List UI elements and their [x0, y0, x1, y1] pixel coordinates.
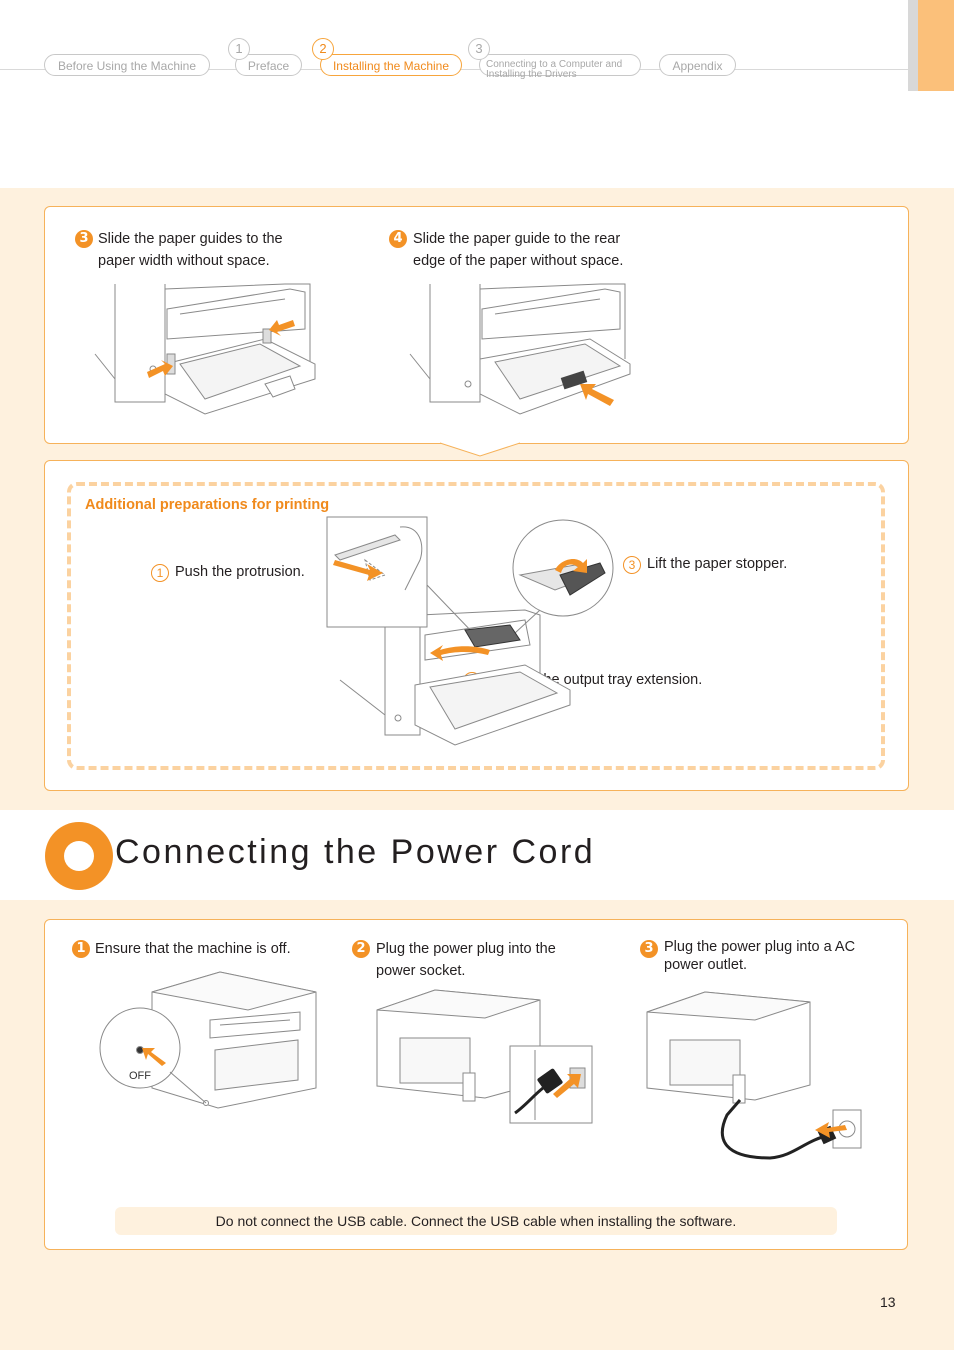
nav-tab-connecting-line1: Connecting to a Computer and: [486, 59, 623, 70]
off-label: OFF: [129, 1070, 151, 1082]
prep-step-badge-3: 3: [623, 556, 641, 574]
power-step-3-line1: Plug the power plug into a AC: [664, 939, 856, 955]
power-step-badge-3: 3: [640, 940, 658, 958]
nav-tab-connecting-line2: Installing the Drivers: [486, 69, 577, 80]
nav-tab-before-using[interactable]: Before Using the Machine: [44, 54, 210, 76]
prep-step-badge-1: 1: [151, 564, 169, 582]
step-3-text: Slide the paper guides to the paper widt…: [98, 228, 283, 272]
section-marker: [45, 822, 113, 890]
step-4-text: Slide the paper guide to the rear edge o…: [413, 228, 623, 272]
panel-pointer: [439, 442, 521, 457]
rear-guide-illustration: [409, 283, 631, 415]
chapter-side-tab[interactable]: [918, 0, 954, 91]
paper-guides-illustration: [94, 283, 316, 415]
nav-tab-connecting[interactable]: Connecting to a Computer and Installing …: [479, 54, 641, 80]
nav-tab-installing[interactable]: Installing the Machine: [320, 54, 462, 76]
step-4-line1: Slide the paper guide to the rear: [413, 231, 621, 247]
usb-note: Do not connect the USB cable. Connect th…: [115, 1207, 837, 1235]
power-step-3-line2: power outlet.: [664, 957, 748, 973]
power-step-3-text: Plug the power plug into a AC power outl…: [664, 938, 855, 974]
nav-tab-preface[interactable]: Preface: [235, 54, 302, 76]
power-socket-illustration: [376, 989, 593, 1124]
prep-step-3-text: Lift the paper stopper.: [647, 556, 788, 572]
step-4-line2: edge of the paper without space.: [413, 253, 624, 269]
step-badge-3: 3: [75, 230, 93, 248]
additional-prep-illustration: [326, 516, 614, 746]
additional-prep-dashed-frame: [67, 482, 885, 770]
power-step-badge-1: 1: [72, 940, 90, 958]
power-step-2-line2: power socket.: [376, 963, 466, 979]
page-number: 13: [880, 1294, 896, 1310]
power-step-2-line1: Plug the power plug into the: [376, 941, 556, 957]
nav-tab-appendix[interactable]: Appendix: [659, 54, 736, 76]
side-tab-shadow: [908, 0, 918, 91]
power-step-1-text: Ensure that the machine is off.: [95, 938, 291, 960]
power-step-1-line1: Ensure that the machine is off.: [95, 941, 291, 957]
step-3-line2: paper width without space.: [98, 253, 270, 269]
nav-number-1: 1: [228, 38, 250, 60]
step-3-line1: Slide the paper guides to the: [98, 231, 283, 247]
power-step-2-text: Plug the power plug into the power socke…: [376, 938, 556, 982]
nav-number-2: 2: [312, 38, 334, 60]
nav-number-3: 3: [468, 38, 490, 60]
additional-prep-title: Additional preparations for printing: [85, 497, 330, 513]
machine-off-illustration: OFF: [99, 971, 317, 1109]
step-badge-4: 4: [389, 230, 407, 248]
ac-outlet-illustration: [646, 991, 862, 1160]
prep-step-1-text: Push the protrusion.: [175, 564, 305, 580]
section-title: Connecting the Power Cord: [115, 833, 596, 871]
power-step-badge-2: 2: [352, 940, 370, 958]
